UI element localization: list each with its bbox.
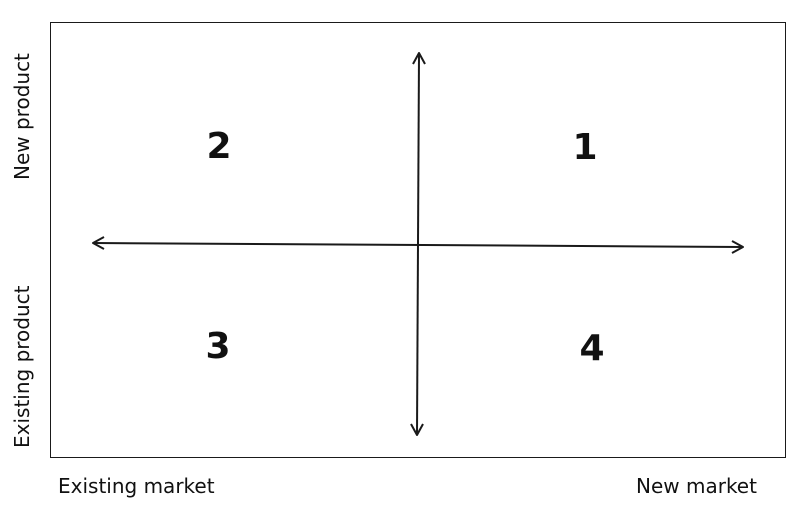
diagram-frame	[50, 22, 786, 458]
right-arrowhead	[731, 240, 744, 254]
y-axis-bottom-label: Existing product	[10, 285, 34, 449]
bottom-arrowhead	[410, 423, 424, 436]
top-arrowhead	[412, 52, 426, 65]
x-axis-left-label: Existing market	[58, 474, 215, 498]
quadrant-1-label: 1	[572, 127, 598, 168]
quadrant-3-label: 3	[205, 326, 231, 367]
quadrant-2-label: 2	[206, 126, 232, 167]
x-axis-right-label: New market	[636, 474, 757, 498]
y-axis-top-label: New product	[10, 53, 34, 180]
vertical-axis	[416, 53, 420, 435]
quadrant-4-label: 4	[579, 328, 605, 369]
left-arrowhead	[92, 236, 105, 250]
